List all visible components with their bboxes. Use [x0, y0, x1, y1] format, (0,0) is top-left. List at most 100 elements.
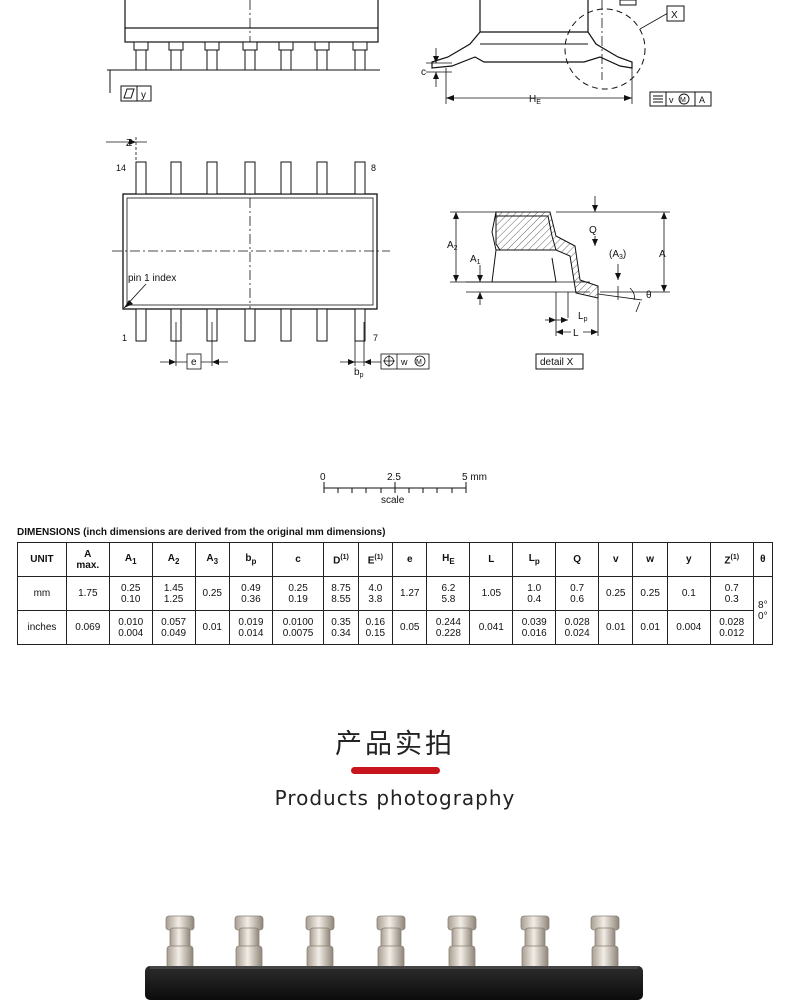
table-cell: 0.1 — [666, 576, 711, 611]
header-subscript: E — [449, 556, 455, 566]
table-cell: 0.028 0.012 — [709, 610, 754, 645]
header-symbol: Q — [573, 554, 582, 565]
svg-text:(A3): (A3) — [609, 249, 626, 261]
column-header: e — [392, 542, 428, 577]
column-header: v — [598, 542, 634, 577]
column-header: c — [271, 542, 325, 577]
chip-lead-segment — [306, 945, 334, 969]
column-header: A1 — [108, 542, 153, 577]
chip-lead-segment — [448, 945, 476, 969]
table-cell: 0.01 — [194, 610, 230, 645]
v-label: v — [669, 95, 674, 105]
pin — [244, 49, 256, 71]
column-header: bp — [228, 542, 273, 577]
column-header: A2 — [151, 542, 196, 577]
a2-sub: 2 — [454, 245, 458, 252]
a3-sub: 3 — [619, 254, 623, 261]
pin — [168, 41, 184, 51]
chip-lead — [305, 915, 335, 969]
svg-text:bp: bp — [354, 367, 364, 379]
table-cell: 0.7 0.3 — [709, 576, 754, 611]
header-superscript: (1) — [374, 554, 383, 562]
column-header: w — [632, 542, 668, 577]
pin — [135, 49, 147, 71]
bp-sub: p — [360, 372, 364, 379]
top-view-pins-upper — [135, 161, 366, 195]
chip-lead-segment — [524, 927, 546, 949]
header-subscript: 3 — [213, 556, 219, 566]
scale-label: scale — [381, 495, 405, 506]
header-superscript: (1) — [730, 554, 740, 562]
table-cell: 0.041 — [469, 610, 514, 645]
a2-label: A — [447, 240, 454, 251]
svg-text:M: M — [680, 97, 686, 104]
pin — [133, 41, 149, 51]
y-label: y — [141, 90, 146, 101]
q-label: Q — [589, 225, 597, 236]
pin — [316, 308, 328, 342]
top-view-pins-lower — [135, 308, 366, 342]
column-header: θ — [752, 542, 774, 577]
header-symbol: Z — [724, 555, 731, 567]
table-cell: 0.7 0.6 — [555, 576, 600, 611]
chip-lead-segment — [380, 927, 402, 949]
table-cell: 0.010 0.004 — [108, 610, 153, 645]
pin — [314, 41, 330, 51]
pin — [206, 161, 218, 195]
bp-label: b — [354, 367, 360, 378]
chip-lead-segment — [377, 945, 405, 969]
theta-cell: 8° 0° — [752, 576, 774, 645]
table-cell: 0.25 0.19 — [271, 576, 325, 611]
pin — [278, 41, 294, 51]
product-photo — [145, 915, 643, 1000]
pin — [352, 41, 368, 51]
table-cell: 4.0 3.8 — [357, 576, 394, 611]
pin — [170, 49, 182, 71]
pin — [280, 161, 292, 195]
chip-body — [145, 966, 643, 1000]
header-symbol: UNIT — [30, 554, 54, 565]
pin8-label: 8 — [371, 163, 376, 173]
pin — [354, 161, 366, 195]
table-cell: 1.27 — [392, 576, 428, 611]
pin14-label: 14 — [116, 163, 126, 173]
header-symbol: e — [406, 554, 413, 565]
pin — [280, 49, 292, 71]
table-cell: inches — [17, 610, 67, 645]
a3-close: ) — [623, 249, 626, 260]
header-symbol: E — [367, 555, 375, 567]
a-right-label: A — [659, 249, 666, 260]
a3-label: (A — [609, 249, 619, 260]
chip-lead-segment — [451, 927, 473, 949]
table-cell: 0.05 — [392, 610, 428, 645]
a1-sub: 1 — [477, 259, 481, 266]
header-symbol: L — [488, 554, 495, 565]
table-cell: 0.01 — [632, 610, 668, 645]
table-cell: 0.004 — [666, 610, 711, 645]
a1-label: A — [470, 254, 477, 265]
chip-edge-highlight — [150, 966, 638, 969]
svg-text:HE: HE — [529, 94, 541, 106]
column-header: E(1) — [357, 542, 394, 577]
header-subscript: p — [534, 556, 540, 566]
header-subscript: 2 — [175, 556, 180, 566]
column-header: Lp — [512, 542, 557, 577]
chip-lead-segment — [235, 945, 263, 969]
chip-lead — [520, 915, 550, 969]
top-view-dimensions: Z 14 8 1 7 e bp w M — [106, 137, 430, 379]
pin — [244, 308, 256, 342]
pin — [354, 308, 366, 342]
header-symbol: A — [84, 548, 92, 560]
lp-label: L — [578, 311, 584, 322]
table-cell: 0.0100 0.0075 — [271, 610, 325, 645]
svg-text:Lp: Lp — [578, 311, 588, 323]
column-header: D(1) — [323, 542, 359, 577]
chip-leads — [165, 915, 620, 969]
table-cell: 0.49 0.36 — [228, 576, 273, 611]
w-label: w — [400, 357, 408, 367]
pin — [244, 161, 256, 195]
chip-lead-segment — [238, 927, 260, 949]
